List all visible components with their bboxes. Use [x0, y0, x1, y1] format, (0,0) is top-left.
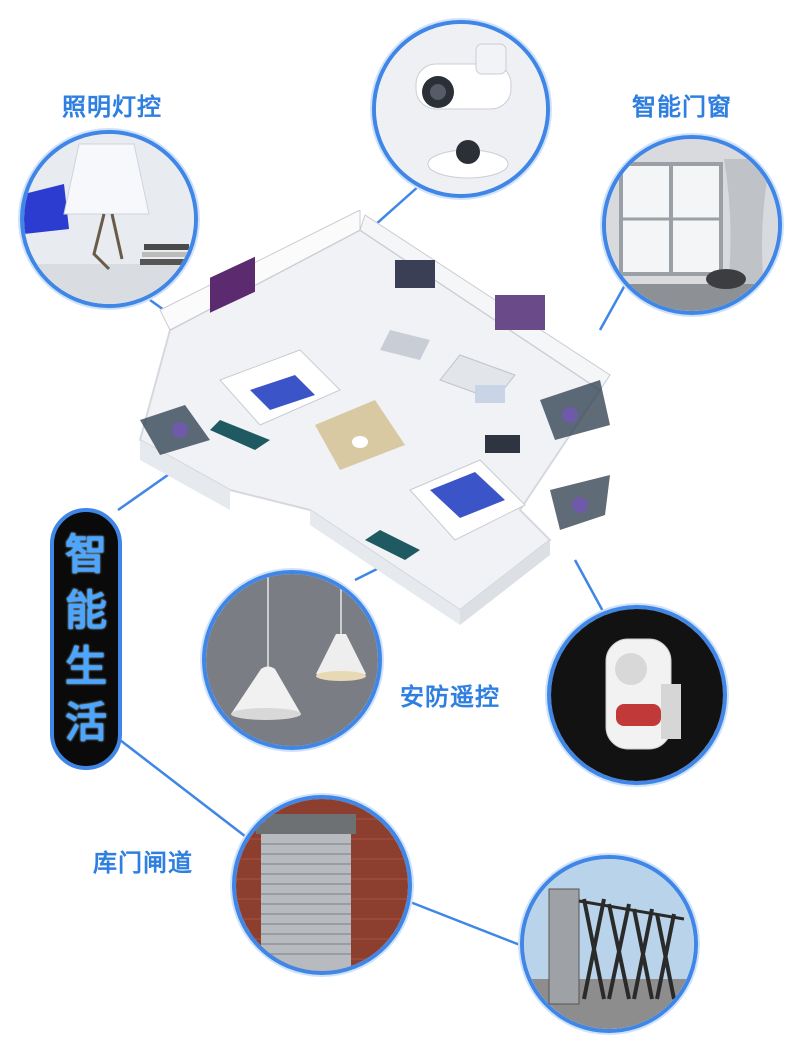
pendant-lamp-circle[interactable] — [202, 570, 382, 750]
security-camera-icon — [376, 24, 546, 194]
badge-char-1: 智 — [64, 530, 107, 579]
lighting-circle[interactable] — [20, 130, 198, 308]
lighting-label: 照明灯控 — [62, 93, 162, 121]
roller-shutter-icon — [236, 799, 408, 971]
garage-label: 库门闸道 — [93, 849, 193, 877]
gate-circle[interactable] — [520, 855, 698, 1033]
window-curtain-icon — [606, 139, 778, 311]
camera-circle[interactable] — [372, 20, 550, 198]
smart-life-badge: 智 能 生 活 — [50, 508, 122, 770]
security-label: 安防遥控 — [400, 683, 500, 711]
badge-char-2: 能 — [64, 586, 107, 635]
garage-circle[interactable] — [232, 795, 412, 975]
pendant-lamp-icon — [206, 574, 378, 746]
retractable-gate-icon — [524, 859, 694, 1029]
badge-char-4: 活 — [64, 698, 107, 747]
windows-circle[interactable] — [602, 135, 782, 315]
desk-lamp-icon — [24, 134, 194, 304]
motion-sensor-icon — [551, 609, 723, 781]
badge-char-3: 生 — [64, 642, 107, 691]
security-sensor-circle[interactable] — [547, 605, 727, 785]
windows-label: 智能门窗 — [632, 93, 732, 121]
floorplan-illustration — [138, 210, 611, 625]
smart-home-floorplan — [130, 210, 630, 630]
